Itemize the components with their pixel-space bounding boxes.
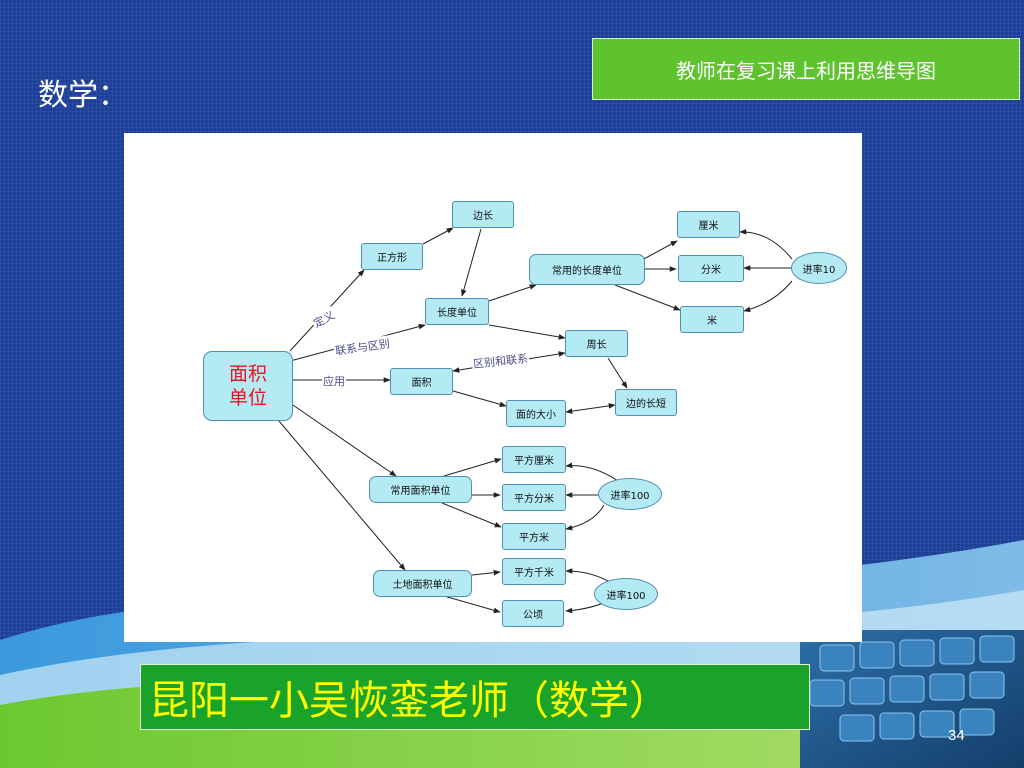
edge-changyong-mi (614, 284, 681, 311)
edge-tudi-gongqing (443, 595, 501, 613)
node-bian-changduan: 边的长短 (615, 389, 677, 416)
edge-jinlv10-limi (739, 228, 793, 260)
edge-jinlv100a-pfmi (565, 504, 605, 531)
node-changdu-danwei: 长度单位 (425, 298, 489, 325)
edge-changyong-limi (641, 240, 678, 261)
keyboard-image (800, 630, 1024, 768)
edge-mianji-daxiao (452, 390, 507, 407)
node-zhouchang: 周长 (565, 330, 628, 357)
node-changyong-mianji: 常用面积单位 (369, 476, 472, 503)
node-mi: 米 (680, 306, 744, 333)
edge-cym-pflimi (443, 458, 502, 477)
node-root: 面积单位 (203, 351, 293, 421)
node-limi: 厘米 (677, 211, 740, 238)
node-mian-daxiao: 面的大小 (506, 400, 566, 427)
node-jinlv100-b: 进率100 (594, 578, 658, 610)
node-tudi-mianji: 土地面积单位 (373, 570, 472, 597)
node-changyong-changdu: 常用的长度单位 (529, 254, 645, 285)
edge-jinlv10-mi (743, 280, 793, 313)
edge-daxiao-bian (565, 403, 616, 414)
mind-map-diagram: 面积单位 正方形 边长 长度单位 常用的长度单位 厘米 分米 米 进率10 周长… (124, 133, 862, 642)
edge-zhouchang-bian (607, 357, 628, 389)
subject-title: 数学： (38, 78, 128, 113)
edge-cym-pfmi (441, 502, 502, 528)
node-jinlv10: 进率10 (791, 252, 847, 284)
node-fenmi: 分米 (678, 255, 744, 282)
node-pf-limi: 平方厘米 (502, 446, 566, 473)
node-pf-fenmi: 平方分米 (502, 484, 566, 511)
edge-changdu-changyong (488, 284, 537, 302)
edge-root-tudi (278, 420, 406, 571)
node-zhengfangxing: 正方形 (361, 243, 423, 270)
node-pf-mi: 平方米 (502, 523, 566, 550)
node-gongqing: 公顷 (502, 600, 564, 627)
edge-tudi-pfqianmi (471, 569, 501, 576)
page-number: 34 (948, 727, 965, 744)
node-pf-qianmi: 平方千米 (502, 558, 566, 585)
edge-changdu-zhouchang (488, 324, 566, 340)
edge-bianchang-changdu (461, 228, 482, 297)
footer-banner: 昆阳一小吴恢銮老师（数学） (140, 664, 810, 730)
edge-root-changyong-mianji (289, 402, 397, 477)
node-mianji: 面积 (390, 368, 453, 395)
edge-zhengfangxing-bianchang (422, 227, 454, 245)
header-banner: 教师在复习课上利用思维导图 (592, 38, 1020, 100)
node-jinlv100-a: 进率100 (598, 478, 662, 510)
edge-label-yingyong: 应用 (322, 373, 346, 389)
node-bianchang: 边长 (452, 201, 514, 228)
